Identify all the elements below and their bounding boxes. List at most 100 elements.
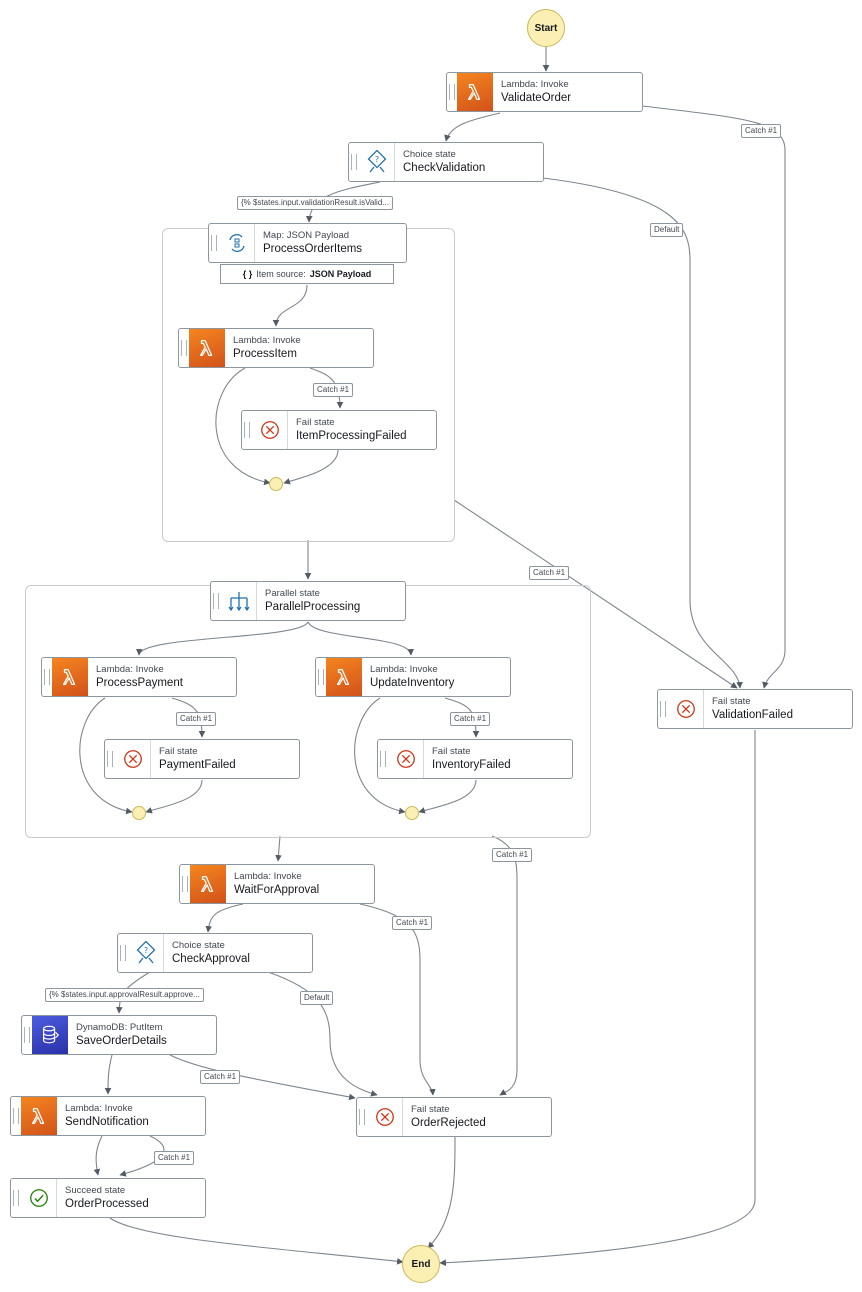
edge-parallel-catch — [491, 835, 518, 1096]
edge-label-approval-condition[interactable]: {% $states.input.approvalResult.approve.… — [45, 988, 204, 1002]
drag-handle[interactable] — [22, 1016, 32, 1054]
edge-itemfailed-join — [283, 449, 339, 485]
state-name: UpdateInventory — [370, 676, 455, 689]
edge-label-inventory-catch[interactable]: Catch #1 — [450, 712, 491, 726]
state-name: ProcessOrderItems — [263, 242, 363, 255]
edge-payment-join — [79, 697, 133, 815]
drag-handle[interactable] — [447, 73, 457, 111]
drag-handle[interactable] — [11, 1097, 21, 1135]
dynamodb-icon — [32, 1016, 68, 1054]
edge-checkvalidation-map — [305, 181, 381, 223]
drag-handle[interactable] — [658, 690, 668, 728]
edge-label-validate-catch[interactable]: Catch #1 — [741, 124, 782, 138]
state-type: DynamoDB: PutItem — [76, 1021, 163, 1033]
edge-itemsource-processitem — [272, 284, 308, 327]
state-type: Lambda: Invoke — [96, 663, 164, 675]
edge-notify-processed — [93, 1135, 103, 1176]
edge-label-notify-catch[interactable]: Catch #1 — [154, 1151, 195, 1165]
state-name: CheckValidation — [403, 161, 486, 174]
end-node[interactable]: End — [402, 1245, 440, 1283]
edge-label-parallel-catch[interactable]: Catch #1 — [492, 848, 533, 862]
drag-handle[interactable] — [378, 740, 388, 778]
drag-handle[interactable] — [118, 934, 128, 972]
drag-handle[interactable] — [42, 658, 52, 696]
state-type: Lambda: Invoke — [65, 1102, 133, 1114]
edge-label-approval-wait-catch[interactable]: Catch #1 — [392, 916, 433, 930]
state-type: Fail state — [411, 1103, 450, 1115]
edge-save-notify — [104, 1054, 113, 1095]
edge-label-save-catch[interactable]: Catch #1 — [200, 1070, 241, 1084]
state-name: CheckApproval — [172, 952, 250, 965]
state-name: ItemProcessingFailed — [296, 429, 407, 442]
lambda-icon — [21, 1097, 57, 1135]
parallel-icon — [221, 582, 257, 620]
drag-handle[interactable] — [105, 740, 115, 778]
choice-icon: ? — [128, 934, 164, 972]
state-type: Map: JSON Payload — [263, 229, 350, 241]
braces-icon: { } — [242, 269, 253, 279]
drag-handle[interactable] — [11, 1179, 21, 1217]
drag-handle[interactable] — [209, 224, 219, 262]
drag-handle[interactable] — [179, 329, 189, 367]
state-type: Fail state — [432, 745, 471, 757]
lambda-icon — [326, 658, 362, 696]
item-source-label: Item source: — [256, 269, 306, 279]
edge-label-approval-default[interactable]: Default — [300, 991, 334, 1005]
svg-text:?: ? — [143, 946, 147, 955]
edge-inventory-catch — [444, 697, 480, 738]
edge-label-payment-catch[interactable]: Catch #1 — [176, 712, 217, 726]
svg-text:?: ? — [374, 155, 378, 164]
edge-label-map-catch[interactable]: Catch #1 — [529, 566, 570, 580]
fail-icon — [252, 411, 288, 449]
edge-label-validation-condition[interactable]: {% $states.input.validationResult.isVali… — [237, 196, 393, 210]
edge-label-process-item-catch[interactable]: Catch #1 — [313, 383, 354, 397]
edge-label-validation-default[interactable]: Default — [650, 223, 684, 237]
edge-checkvalidation-default — [542, 177, 743, 689]
fail-icon — [668, 690, 704, 728]
inventory-join-node — [405, 806, 419, 820]
edge-validate-checkvalidation — [444, 112, 501, 142]
state-name: ParallelProcessing — [265, 600, 361, 613]
drag-handle[interactable] — [357, 1098, 367, 1136]
drag-handle[interactable] — [211, 582, 221, 620]
edge-rejected-end — [427, 1136, 456, 1249]
lambda-icon — [189, 329, 225, 367]
edge-payment-catch — [171, 697, 206, 738]
state-name: ProcessPayment — [96, 676, 183, 689]
state-name: PaymentFailed — [159, 758, 236, 771]
choice-icon: ? — [359, 143, 395, 181]
state-type: Choice state — [172, 939, 225, 951]
succeed-icon — [21, 1179, 57, 1217]
drag-handle[interactable] — [349, 143, 359, 181]
state-name: ValidateOrder — [501, 91, 572, 104]
edge-paymentfailed-join — [145, 779, 203, 814]
state-type: Choice state — [403, 148, 456, 160]
map-join-node — [269, 477, 283, 491]
drag-handle[interactable] — [242, 411, 252, 449]
edge-parallel-inventory — [307, 621, 414, 656]
start-node[interactable]: Start — [527, 9, 565, 47]
drag-handle[interactable] — [180, 865, 190, 903]
state-name: SaveOrderDetails — [76, 1034, 167, 1047]
edge-wait-catch — [359, 903, 436, 1096]
edge-validationfailed-end — [439, 730, 756, 1266]
drag-handle[interactable] — [316, 658, 326, 696]
